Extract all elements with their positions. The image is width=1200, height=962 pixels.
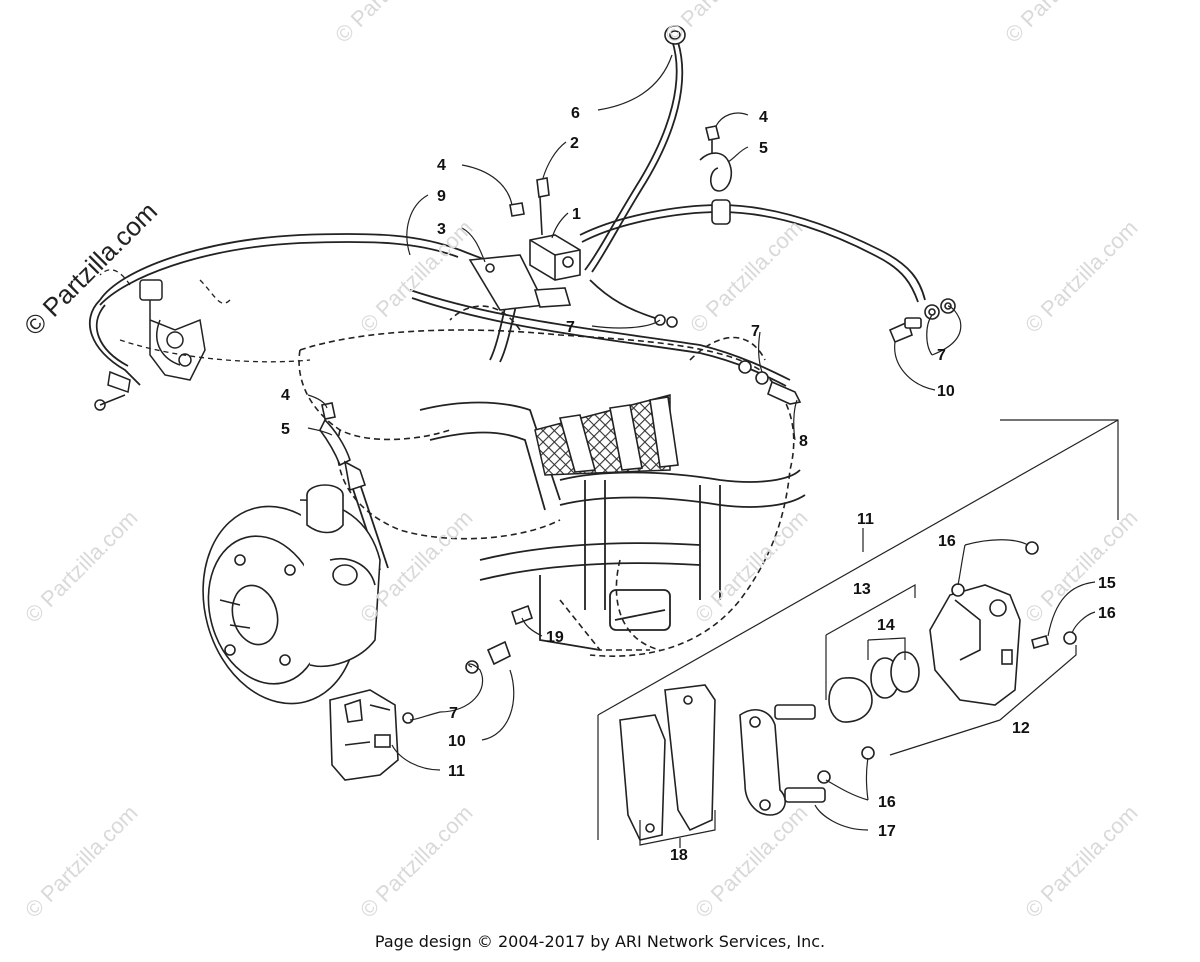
- callout-14: 14: [877, 617, 895, 634]
- front-bumper: [419, 401, 806, 651]
- dashed-routing: [99, 269, 311, 363]
- hose-clamp-upper: [699, 125, 733, 225]
- page-footer: Page design © 2004-2017 by ARI Network S…: [374, 932, 826, 951]
- hose-end-top: [664, 25, 686, 45]
- callout-7: 7: [937, 347, 946, 364]
- callout-10: 10: [448, 733, 466, 750]
- hose-clamp-left: [319, 402, 367, 492]
- callout-16: 16: [1098, 605, 1116, 622]
- brake-junction-block: [468, 177, 581, 311]
- callout-5: 5: [759, 140, 768, 157]
- callout-16: 16: [878, 794, 896, 811]
- callout-13: 13: [853, 581, 871, 598]
- callout-8: 8: [799, 433, 808, 450]
- callout-11: 11: [857, 511, 874, 528]
- callout-7: 7: [566, 319, 575, 336]
- callout-10: 10: [937, 383, 955, 400]
- banjo-bolt-8: [654, 314, 802, 405]
- master-cylinder: [94, 279, 206, 411]
- wheel-hub-rotor: [202, 499, 381, 705]
- front-grille: [534, 394, 679, 476]
- banjo-bolt-right: [888, 298, 956, 344]
- callout-9: 9: [437, 188, 446, 205]
- callout-7: 7: [751, 323, 760, 340]
- callout-18: 18: [670, 847, 688, 864]
- callout-15: 15: [1098, 575, 1116, 592]
- caliper-left: [329, 689, 414, 781]
- callout-labels: 6 2 4 4 5 9 1 3 7 7 7 10 8 4 5 11 16 13 …: [281, 105, 1116, 864]
- callout-4: 4: [437, 157, 446, 174]
- callout-3: 3: [437, 221, 446, 238]
- callout-4: 4: [281, 387, 290, 404]
- callout-1: 1: [572, 206, 581, 223]
- callout-19: 19: [546, 629, 564, 646]
- callout-11: 11: [448, 763, 465, 780]
- callout-16: 16: [938, 533, 956, 550]
- callout-6: 6: [571, 105, 580, 122]
- callout-7: 7: [449, 705, 458, 722]
- callout-4: 4: [759, 109, 768, 126]
- exploded-caliper: [619, 541, 1077, 841]
- callout-5: 5: [281, 421, 290, 438]
- reservoir-left: [306, 484, 344, 534]
- bolts-lower-left: [465, 604, 534, 674]
- callout-12: 12: [1012, 720, 1030, 737]
- leader-lines: [307, 54, 1119, 848]
- callout-2: 2: [570, 135, 579, 152]
- callout-17: 17: [878, 823, 896, 840]
